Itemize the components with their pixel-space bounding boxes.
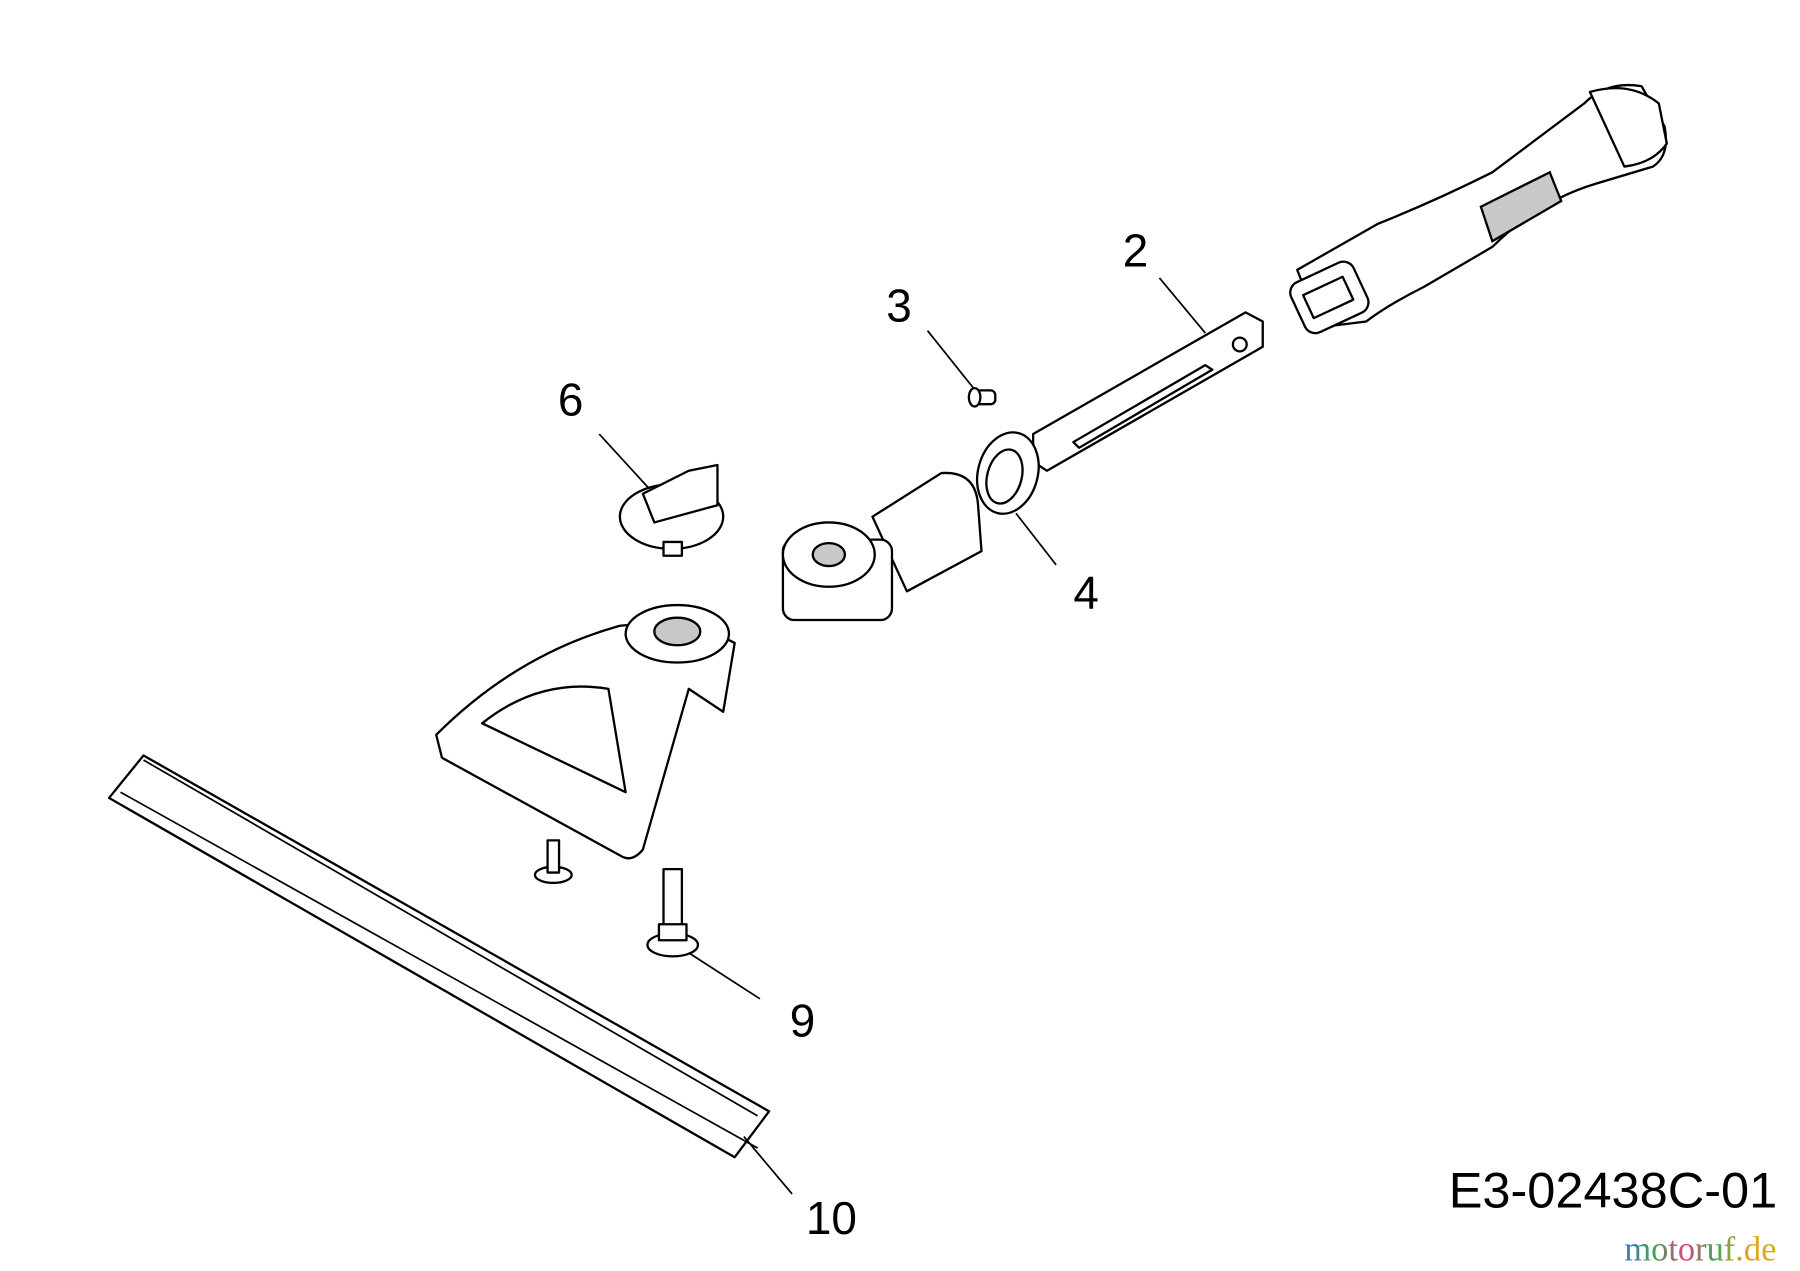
leader-3 xyxy=(926,330,975,389)
part-9-bolt xyxy=(646,867,700,958)
grip-handle xyxy=(1289,83,1668,335)
pin xyxy=(533,839,573,885)
label-4: 4 xyxy=(1073,567,1099,619)
label-6: 6 xyxy=(558,374,584,426)
label-9: 9 xyxy=(790,995,816,1047)
part-6-knob xyxy=(618,463,725,557)
part-4-ring xyxy=(976,431,1040,515)
watermark-logo: motoruf.de xyxy=(1624,1231,1776,1269)
adapter xyxy=(781,471,983,622)
squeegee-head xyxy=(435,603,736,860)
label-3: 3 xyxy=(886,280,912,332)
part-3-screw xyxy=(967,386,997,408)
leader-10 xyxy=(743,1136,793,1195)
leader-2 xyxy=(1158,277,1207,334)
diagram-code: E3-02438C-01 xyxy=(1449,1162,1777,1219)
leader-9 xyxy=(688,952,761,1000)
part-2-bar xyxy=(1032,311,1264,472)
label-2: 2 xyxy=(1123,224,1149,276)
part-10-blade xyxy=(107,754,771,1159)
label-10: 10 xyxy=(806,1192,857,1244)
leader-4 xyxy=(1015,512,1057,566)
leader-6 xyxy=(598,433,650,489)
